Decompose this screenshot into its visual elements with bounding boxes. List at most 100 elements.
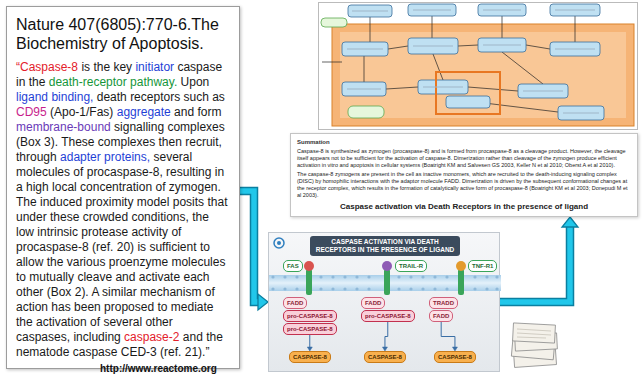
receptor-label: FAS bbox=[283, 260, 303, 272]
lipid-head-part bbox=[495, 287, 498, 290]
quote-word: nematode bbox=[16, 345, 73, 359]
quote-word: such bbox=[183, 90, 212, 104]
quote-word: a bbox=[16, 180, 26, 194]
quote-word: mutually bbox=[29, 270, 77, 284]
lipid-head-part bbox=[331, 287, 334, 290]
node-heading: FADD bbox=[433, 312, 449, 320]
lipid-head-part bbox=[409, 275, 412, 278]
paper-stack-part bbox=[511, 323, 557, 368]
pathway-box-part bbox=[342, 42, 388, 56]
node-heading: TRAIL-R bbox=[399, 262, 423, 270]
box-text-bar-part bbox=[347, 49, 383, 50]
node-heading: Summation bbox=[297, 138, 631, 146]
lipid-head-part bbox=[421, 275, 424, 278]
quote-word: to bbox=[157, 300, 170, 314]
quote-word: zymogen. bbox=[169, 180, 221, 194]
pathway-line-part bbox=[458, 45, 478, 46]
quote-word: the bbox=[192, 210, 209, 224]
quote-word: the bbox=[16, 315, 36, 329]
box-text-bar-part bbox=[483, 10, 521, 11]
quote-word: other bbox=[16, 285, 47, 299]
node-text: The caspase-8 zymogens are present in th… bbox=[297, 171, 631, 199]
ligand-part bbox=[304, 261, 314, 271]
quote-word: local bbox=[52, 180, 80, 194]
node-text: Caspase-8 is synthesized as zymogen (pro… bbox=[297, 148, 631, 169]
quote-word: caspases, bbox=[16, 330, 73, 344]
pathway-box-part bbox=[558, 106, 604, 120]
lipid-head-part bbox=[319, 287, 322, 290]
adaptor-box: FADD bbox=[283, 297, 307, 309]
quote-word: of bbox=[90, 315, 103, 329]
quote-word: 2). bbox=[75, 285, 92, 299]
pathway-line-part bbox=[433, 54, 443, 80]
quote-word: (ref. bbox=[160, 345, 185, 359]
quote-word: cleave bbox=[77, 270, 115, 284]
box-text-bar-part bbox=[352, 11, 388, 12]
quote-word: and bbox=[115, 270, 138, 284]
lipid-head-part bbox=[331, 275, 334, 278]
box-text-bar-part bbox=[563, 113, 599, 114]
pathway-screenshot-part bbox=[332, 24, 634, 126]
node-heading: CASPASE ACTIVATION VIA DEATH RECEPTORS I… bbox=[310, 236, 460, 256]
pathway-box-part bbox=[348, 5, 392, 17]
quote-word: has bbox=[51, 300, 74, 314]
lipid-head-part bbox=[295, 287, 298, 290]
node-heading: FADD bbox=[365, 299, 381, 307]
quote-word: form bbox=[197, 105, 221, 119]
quote-word: in bbox=[16, 75, 29, 89]
box-text-bar-part bbox=[555, 49, 595, 50]
paper-stack bbox=[506, 316, 562, 372]
lipid-head-part bbox=[271, 275, 274, 278]
pathway-box bbox=[342, 4, 604, 120]
pathway-screenshot-part bbox=[340, 32, 626, 118]
box-text-bar-part bbox=[523, 91, 563, 92]
quote-word: several bbox=[103, 315, 145, 329]
pathway-entity-part bbox=[348, 106, 384, 118]
quote-word: receptors bbox=[130, 90, 183, 104]
pathway-line-part bbox=[322, 62, 342, 63]
lipid-head-part bbox=[343, 275, 346, 278]
quote-word: under bbox=[16, 210, 50, 224]
arrow-head bbox=[258, 294, 268, 310]
lipid-head-part bbox=[473, 287, 476, 290]
quote-word: A bbox=[91, 285, 102, 299]
caspase-box: CASPASE-8 bbox=[434, 351, 476, 363]
pathway-screenshot bbox=[318, 2, 638, 130]
pathway-line-part bbox=[370, 17, 371, 42]
lipid-head-part bbox=[319, 275, 322, 278]
quote-word: model bbox=[137, 195, 173, 209]
quote-word: similar bbox=[102, 285, 140, 299]
lipid-head-part bbox=[343, 287, 346, 290]
quote-word: procaspase-8 bbox=[16, 240, 92, 254]
receptor-part bbox=[306, 269, 312, 295]
receptor-label: TRAIL-R bbox=[395, 260, 427, 272]
quote-word: to bbox=[16, 270, 29, 284]
illustration-panel: CASPASE ACTIVATION VIA DEATH RECEPTORS I… bbox=[268, 232, 500, 372]
quote-word: of bbox=[155, 180, 168, 194]
pathway-box-part bbox=[418, 80, 468, 94]
node-text: Caspase activation via Death Receptors i… bbox=[297, 202, 631, 212]
quote-word: proteins, bbox=[104, 150, 153, 164]
box-text-bar-part bbox=[555, 10, 595, 11]
quote-word: caspase bbox=[73, 345, 121, 359]
logo-mark-part bbox=[274, 238, 284, 248]
quote-word: activity bbox=[131, 225, 171, 239]
quote-word: action bbox=[16, 300, 51, 314]
procaspase-box: pro-CASPASE-8 bbox=[361, 310, 415, 322]
quote-word: proenzyme bbox=[109, 255, 172, 269]
lipid-head-part bbox=[397, 275, 400, 278]
arrow-outline bbox=[500, 227, 570, 302]
quote-panel: Nature 407(6805):770-6.The Biochemistry … bbox=[6, 6, 240, 369]
quote-word: of bbox=[171, 225, 181, 239]
ligand-part bbox=[382, 261, 392, 271]
quote-word: membrane-bound bbox=[16, 120, 114, 134]
quote-word: “Caspase-8 bbox=[16, 60, 81, 74]
connector-arrow bbox=[441, 322, 457, 351]
quote-word: initiator bbox=[135, 60, 177, 74]
quote-word: proposed bbox=[104, 300, 157, 314]
quote-word: aggregate bbox=[117, 105, 174, 119]
logo-mark-part bbox=[277, 241, 281, 245]
quote-word: several bbox=[153, 150, 192, 164]
quote-word: mechanism bbox=[140, 285, 205, 299]
connector-arrow bbox=[500, 217, 578, 302]
